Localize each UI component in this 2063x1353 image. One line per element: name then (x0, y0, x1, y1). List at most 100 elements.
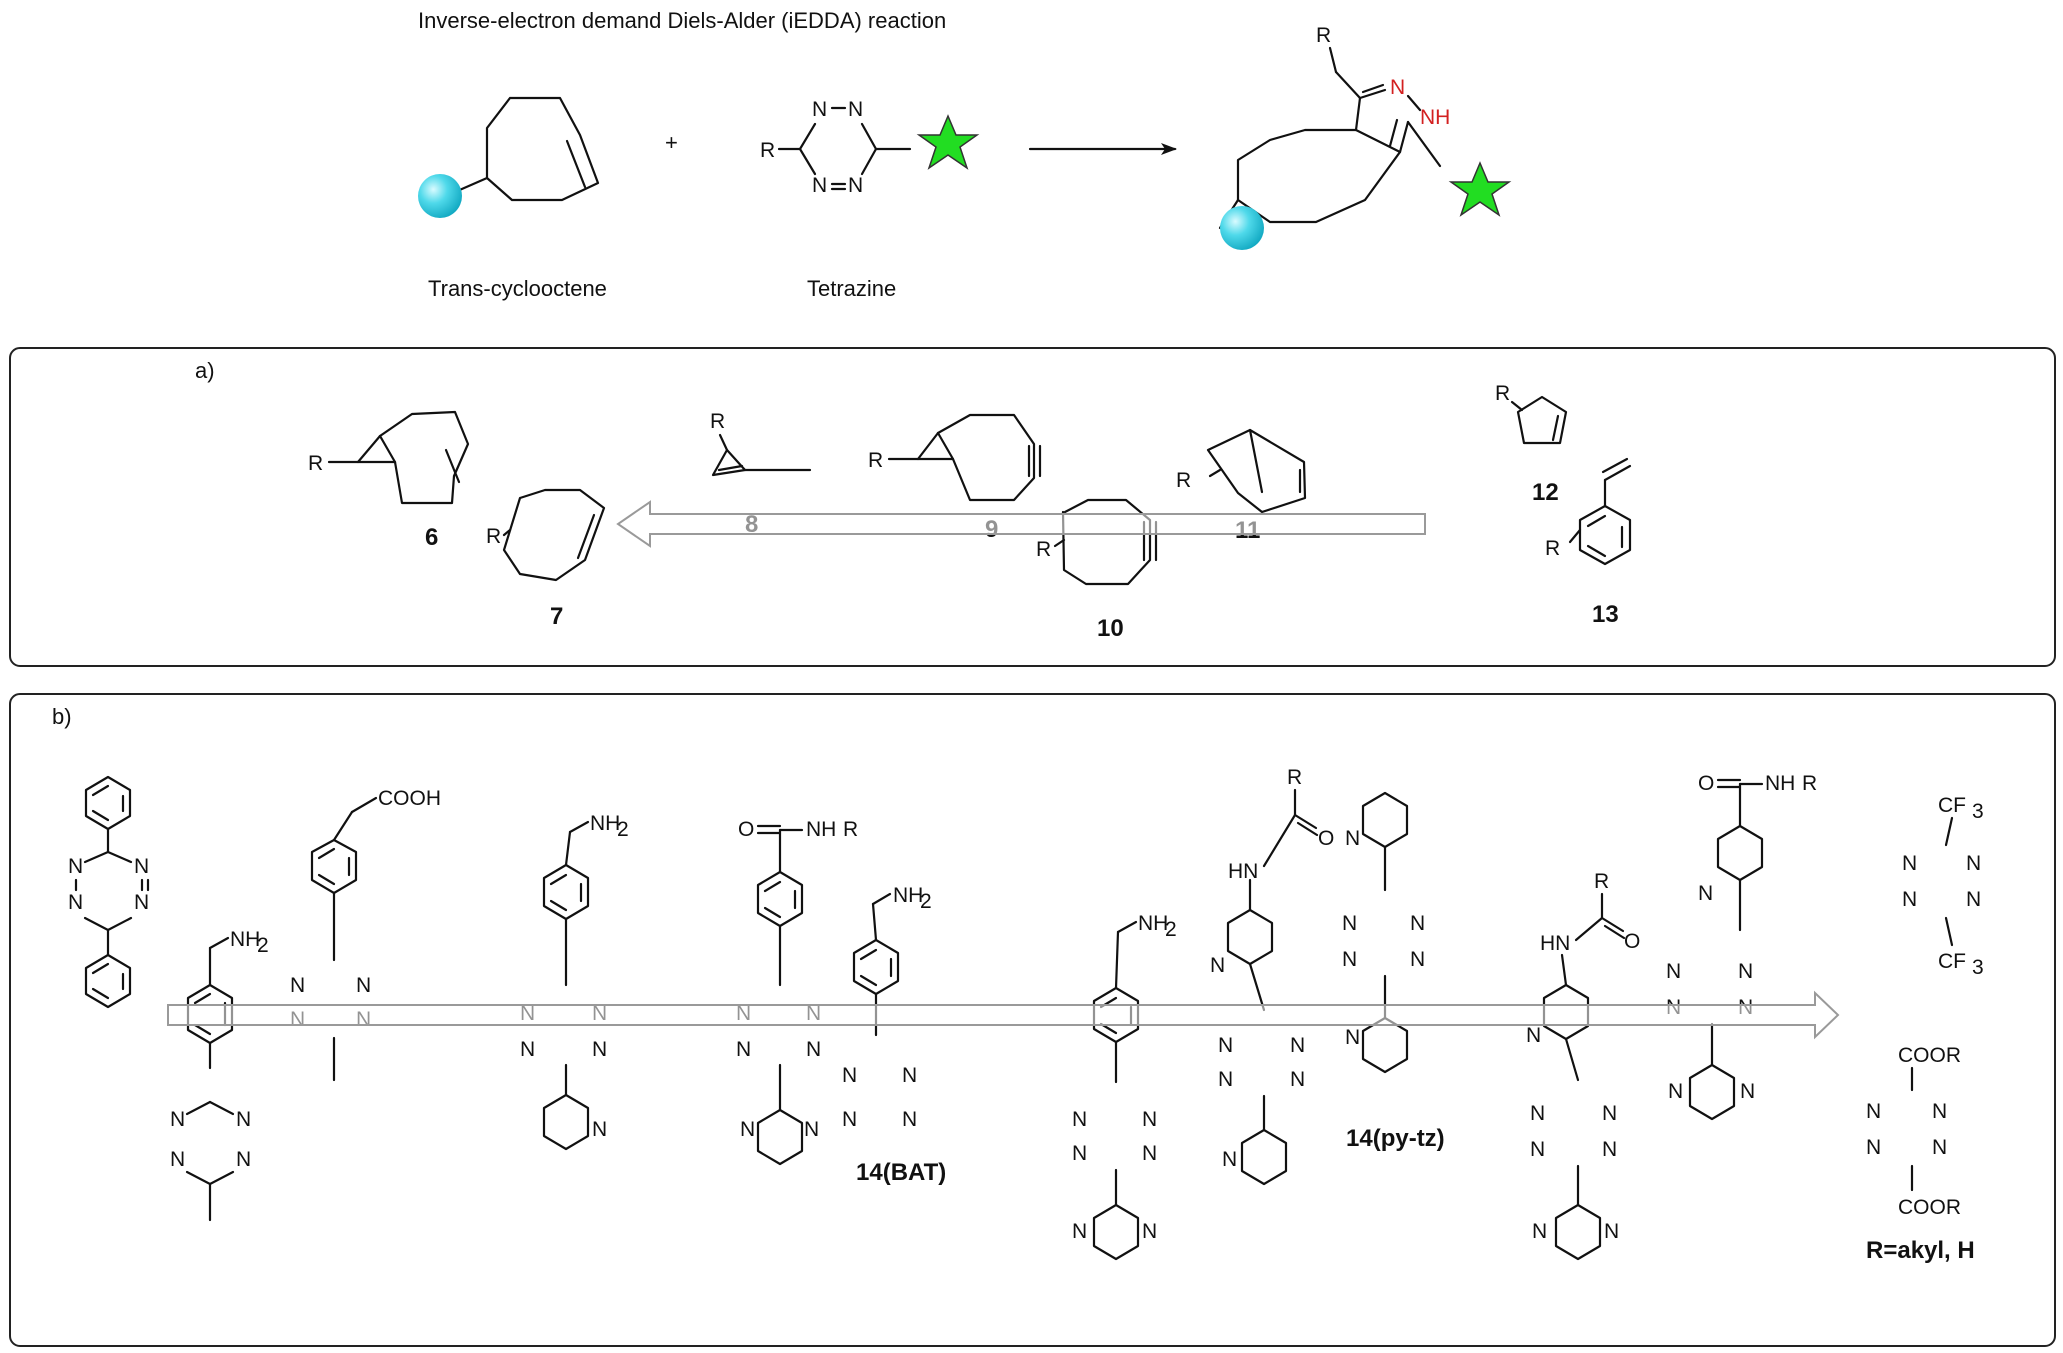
label-13: 13 (1592, 601, 1619, 628)
atom-o: O (1698, 772, 1714, 795)
atom-cooh: COOH (378, 787, 441, 810)
reactivity-arrow-a (616, 500, 1426, 548)
atom-n: N (1390, 76, 1405, 99)
label-12: 12 (1532, 479, 1559, 506)
atom-n: N (736, 1038, 751, 1061)
subscript-2: 2 (1165, 918, 1177, 941)
atom-n: N (1602, 1102, 1617, 1125)
atom-nh2: NH (1138, 912, 1168, 935)
panel-b-frame (9, 693, 2056, 1347)
bis-trifluoromethyl-tetrazine: CF 3 N N N N CF 3 (1902, 794, 1984, 979)
atom-r: R (1287, 766, 1302, 789)
trans-cyclooctene-structure (418, 96, 600, 218)
compound-11: R (1176, 428, 1307, 514)
atom-n: N (68, 855, 83, 878)
atom-n: N (1526, 1024, 1541, 1047)
atom-n: N (134, 891, 149, 914)
atom-n: N (1698, 882, 1713, 905)
atom-n: N (1530, 1138, 1545, 1161)
atom-r: R (1545, 537, 1560, 560)
atom-n: N (236, 1148, 251, 1171)
bead-icon (1220, 206, 1264, 250)
amide-pyrimidinyl-tetrazine: O NH R N N N N N N (736, 818, 858, 1166)
label-r-definition: R=akyl, H (1866, 1237, 1975, 1264)
tco-label: Trans-cyclooctene (428, 276, 607, 301)
compound-12: R (1495, 382, 1568, 445)
atom-n: N (1410, 948, 1425, 971)
atom-r: R (1176, 469, 1191, 492)
label-6: 6 (425, 524, 438, 551)
atom-n: N (1668, 1080, 1683, 1103)
atom-n: N (1604, 1220, 1619, 1243)
atom-n: N (1932, 1136, 1947, 1159)
compound-10: R (1036, 498, 1158, 586)
atom-n: N (1738, 960, 1753, 983)
atom-n: N (1902, 888, 1917, 911)
reaction-title: Inverse-electron demand Diels-Alder (iED… (418, 8, 946, 33)
atom-o: O (738, 818, 754, 841)
atom-r: R (868, 449, 883, 472)
reactivity-arrow-b (167, 990, 1840, 1040)
atom-n: N (806, 1038, 821, 1061)
atom-r: R (760, 139, 775, 162)
atom-n: N (902, 1108, 917, 1131)
diphenyl-tetrazine: N N N N (68, 775, 149, 1009)
atom-n: N (1072, 1108, 1087, 1131)
atom-n: N (804, 1118, 819, 1141)
subscript-2: 2 (617, 818, 629, 841)
pyridyltetrazine-benzylamine: NH 2 N N N N N (520, 812, 629, 1151)
atom-n: N (1345, 1026, 1360, 1049)
atom-nhr: NH (1765, 772, 1795, 795)
atom-n: N (356, 974, 371, 997)
atom-n: N (842, 1064, 857, 1087)
label-14-py-tz: 14(py-tz) (1346, 1125, 1445, 1152)
atom-n: N (290, 974, 305, 997)
panel-a-label: a) (195, 358, 215, 383)
amide-pyridyl-pyrimidinyl-tetrazine: R O HN N N N N N N N (1526, 870, 1640, 1261)
atom-cf: CF (1938, 950, 1966, 973)
atom-n: N (812, 174, 827, 197)
atom-n: N (1966, 852, 1981, 875)
atom-n: N (1290, 1034, 1305, 1057)
plus-sign: + (665, 130, 678, 155)
compound-13: R (1545, 457, 1632, 566)
subscript-3: 3 (1972, 956, 1984, 979)
label-10: 10 (1097, 615, 1124, 642)
atom-o: O (1318, 827, 1334, 850)
compound-6: R (308, 410, 470, 505)
atom-n: N (1932, 1100, 1947, 1123)
dicarboxylate-tetrazine: COOR N N N N COOR (1866, 1044, 1961, 1219)
tetrazine-structure: R N N N N (760, 98, 980, 197)
atom-r: R (1036, 538, 1051, 561)
atom-n: N (1210, 954, 1225, 977)
compound-7: R (486, 488, 606, 582)
label-7: 7 (550, 603, 563, 630)
atom-r: R (1802, 772, 1817, 795)
atom-n: N (592, 1038, 607, 1061)
atom-cf: CF (1938, 794, 1966, 817)
atom-n: N (134, 855, 149, 878)
atom-coor: COOR (1898, 1196, 1961, 1219)
star-icon (1448, 161, 1512, 217)
atom-n: N (1410, 912, 1425, 935)
atom-n: N (1530, 1102, 1545, 1125)
atom-n: N (170, 1108, 185, 1131)
atom-n: N (236, 1108, 251, 1131)
compound-14-bat: NH 2 N N N N (842, 884, 932, 1131)
atom-n: N (1342, 912, 1357, 935)
atom-hn: HN (1540, 932, 1570, 955)
bead-icon (418, 174, 462, 218)
pyrimidinyl-tetrazine-benzylamine: NH 2 N N N N N N (1072, 912, 1177, 1261)
atom-n: N (1342, 948, 1357, 971)
atom-nhr: NH (806, 818, 836, 841)
atom-n: N (1142, 1108, 1157, 1131)
atom-hn: HN (1228, 860, 1258, 883)
atom-nh2: NH (230, 928, 260, 951)
atom-r: R (1316, 24, 1331, 47)
atom-r: R (486, 525, 501, 548)
atom-n: N (592, 1118, 607, 1141)
atom-n: N (68, 891, 83, 914)
atom-n: N (520, 1038, 535, 1061)
atom-n: N (1290, 1068, 1305, 1091)
label-14-bat: 14(BAT) (856, 1159, 946, 1186)
